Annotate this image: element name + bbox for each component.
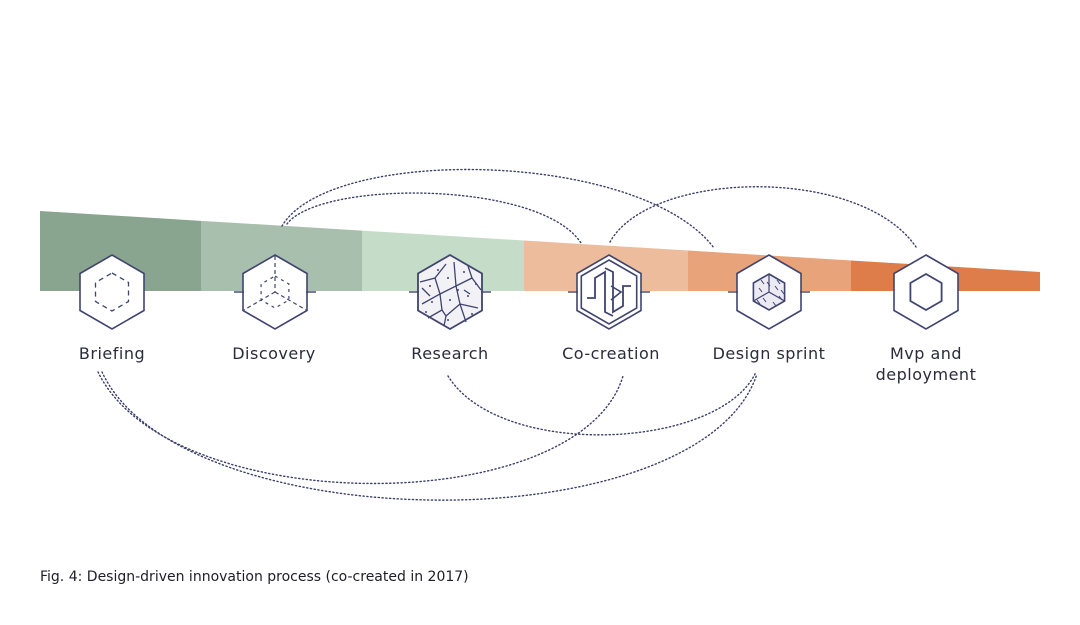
hexagon-outline <box>576 254 642 330</box>
stage-label-briefing: Briefing <box>78 344 146 363</box>
texture-mark <box>756 299 761 305</box>
texture-dot <box>449 299 451 301</box>
texture-dot <box>475 283 477 285</box>
inner-cube-edges <box>753 274 785 302</box>
connector-arc-briefing-cocreation <box>97 371 624 485</box>
process-band <box>40 211 1040 291</box>
texture-dot <box>447 319 449 321</box>
texture-dot <box>431 301 433 303</box>
textured-cube-icon <box>728 254 810 330</box>
interlocking-shapes-icon <box>568 254 650 330</box>
crack-line <box>467 265 473 279</box>
cracked-texture-icon <box>409 253 491 331</box>
texture-mark <box>776 279 781 285</box>
figure-caption: Fig. 4: Design-driven innovation process… <box>40 569 469 585</box>
texture-mark <box>766 281 771 287</box>
cube-edges <box>243 256 307 311</box>
texture-dot <box>471 313 473 315</box>
connector-arc-discovery-cocreation <box>286 192 582 244</box>
inner-hexagon <box>909 272 943 312</box>
stage-label-research: Research <box>411 344 489 363</box>
texture-mark <box>778 295 783 301</box>
connector-arcs <box>97 168 917 501</box>
dashed-hexagon-icon <box>79 254 145 330</box>
stage-label-design-sprint: Design sprint <box>712 344 826 363</box>
texture-dot <box>467 295 469 297</box>
crack-line <box>459 303 467 323</box>
interlock-arrow <box>610 285 623 301</box>
connector-arc-research-designsprint <box>447 371 757 436</box>
texture-mark <box>780 289 785 295</box>
nested-hexagon-icon <box>893 254 959 330</box>
texture-mark <box>774 285 779 291</box>
texture-dot <box>429 285 431 287</box>
cube-icon <box>234 254 316 330</box>
texture-mark <box>758 287 763 293</box>
crack-line <box>443 285 461 327</box>
interlock-left <box>587 270 614 317</box>
stage-label-discovery: Discovery <box>232 344 316 363</box>
cube-inner <box>260 275 290 309</box>
hexagon-outline <box>417 253 483 331</box>
texture-dot <box>457 289 459 291</box>
crack-line <box>459 303 479 309</box>
texture-dot <box>437 269 439 271</box>
texture-mark <box>772 301 777 307</box>
hexagon-outline <box>79 254 145 330</box>
band-discovery <box>201 220 362 291</box>
connector-arc-briefing-designsprint <box>101 371 758 501</box>
inner-hexagon <box>580 259 638 325</box>
crack-line <box>441 309 447 317</box>
texture-dot <box>425 311 427 313</box>
connector-arc-cocreation-mvp <box>609 186 917 248</box>
texture-mark <box>762 297 767 303</box>
connector-arc-discovery-designsprint <box>281 168 715 249</box>
stage-label-mvp-deployment: Mvp and deployment <box>875 344 977 384</box>
inner-dashed-hexagon <box>94 272 130 312</box>
crack-line <box>421 287 431 297</box>
crack-line <box>463 289 471 295</box>
interlock-right <box>604 267 631 314</box>
texture-mark <box>760 279 765 285</box>
texture-dot <box>447 277 449 279</box>
hexagon-outline <box>893 254 959 330</box>
stage-label-cocreation: Co-creation <box>562 344 660 363</box>
texture-dot <box>463 271 465 273</box>
band-briefing <box>40 211 201 291</box>
